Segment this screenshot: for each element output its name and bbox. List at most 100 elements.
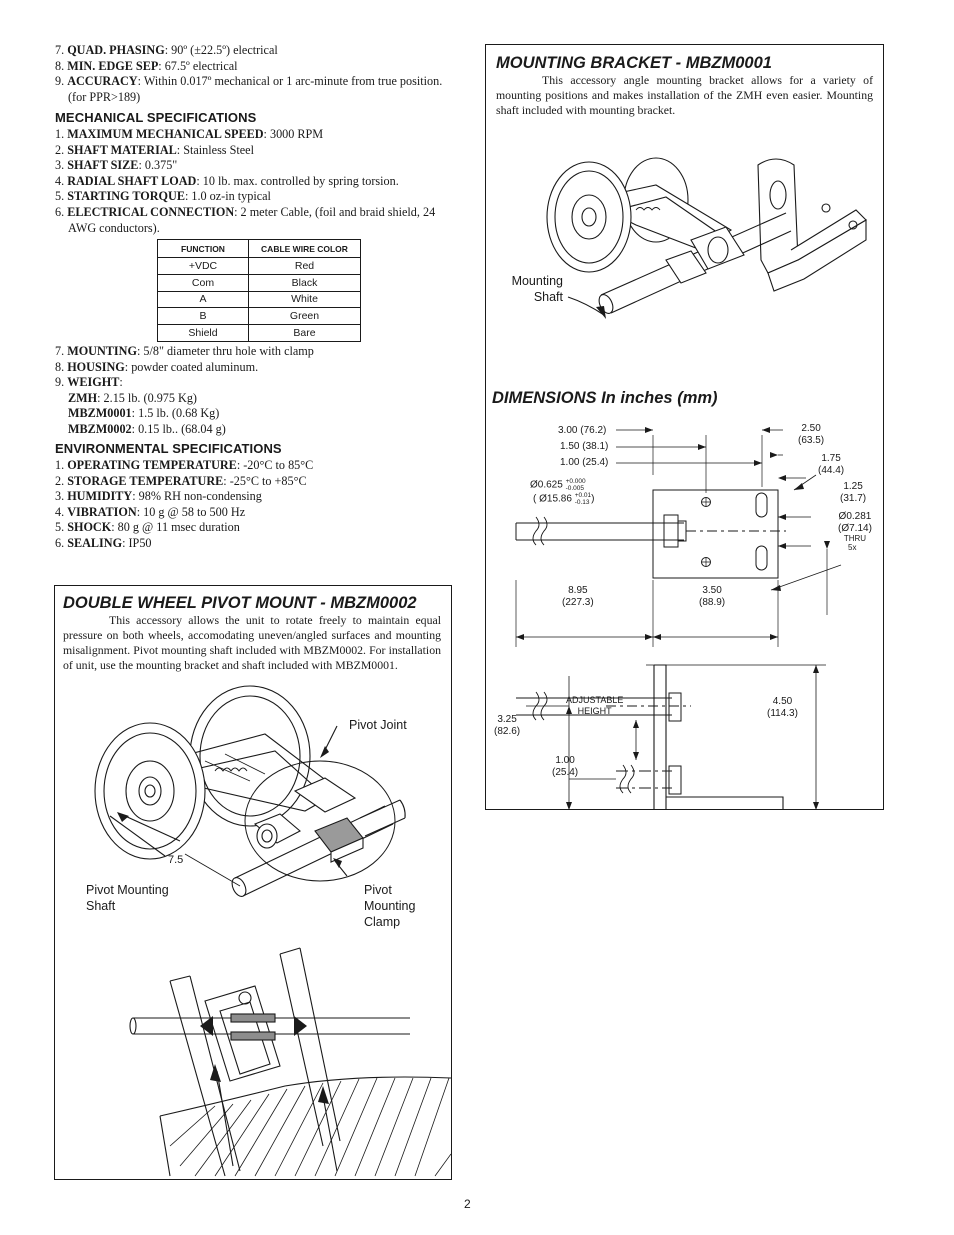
dim-1-00-side-mm: (25.4)	[552, 766, 579, 778]
pivot-mount-description: This accessory allows the unit to rotate…	[63, 613, 441, 672]
pivot-mount-title: DOUBLE WHEEL PIVOT MOUNT - MBZM0002	[63, 594, 417, 612]
spec-item: 4. RADIAL SHAFT LOAD: 10 lb. max. contro…	[55, 173, 399, 188]
column-header-color: CABLE WIRE COLOR	[248, 239, 361, 258]
table-cell: Bare	[248, 324, 361, 342]
mounting-bracket-description: This accessory angle mounting bracket al…	[496, 73, 873, 117]
dim-4-50-in: 4.50	[772, 696, 793, 707]
mounting-shaft-label-line: Mounting	[511, 274, 563, 288]
dim-1-75-mm: (44.4)	[818, 464, 845, 476]
mounting-bracket-title: MOUNTING BRACKET - MBZM0001	[496, 54, 772, 72]
column-header-function: FUNCTION	[157, 239, 249, 258]
dim-4-50-mm: (114.3)	[767, 707, 798, 719]
pivot-clamp-label-line: Mounting	[364, 899, 416, 913]
dimension-drawing	[515, 427, 842, 810]
page-number: 2	[464, 1197, 471, 1211]
pivot-clamp-label: Pivot Mounting Clamp	[364, 882, 415, 930]
spec-item: 5. SHOCK: 80 g @ 11 msec duration	[55, 520, 240, 535]
spec-item: 3. SHAFT SIZE: 0.375"	[55, 158, 178, 173]
spec-item: 9. ACCURACY: Within 0.017º mechanical or…	[55, 74, 443, 104]
pivot-joint-label: Pivot Joint	[349, 718, 407, 732]
dim-3-25-mm: (82.6)	[494, 725, 521, 737]
weight-item: MBZM0002: 0.15 lb.. (68.04 g)	[68, 421, 226, 436]
dim-1-25-mm: (31.7)	[840, 492, 867, 504]
table-cell: B	[157, 307, 249, 326]
hole-qty: 5x	[848, 543, 857, 552]
dim-8-95: 8.95 (227.3)	[562, 585, 594, 608]
dim-1-75-in: 1.75	[821, 453, 841, 464]
spec-item: 3. HUMIDITY: 98% RH non-condensing	[55, 489, 262, 504]
spec-item: 6. SEALING: IP50	[55, 535, 152, 550]
table-cell: Com	[157, 273, 249, 292]
hole-thru: THRU	[843, 534, 867, 543]
hole-dim-mm: (Ø7.14)	[838, 522, 872, 534]
dim-1-25: 1.25 (31.7)	[840, 481, 866, 504]
shaft-diameter-inch: Ø0.625 +0.000 -0.005	[530, 478, 595, 492]
table-cell: Green	[248, 307, 361, 326]
pivot-mount-box: DOUBLE WHEEL PIVOT MOUNT - MBZM0002 This…	[54, 585, 452, 1180]
adjustable-height-label: ADJUSTABLE HEIGHT	[566, 695, 623, 717]
specs-top: 7. QUAD. PHASING: 90º (±22.5º) electrica…	[55, 43, 453, 105]
dim-4-50: 4.50 (114.3)	[767, 696, 798, 719]
shaft-diameter-dim: Ø0.625 +0.000 -0.005 ( Ø15.86 +0.01 -0.1…	[530, 478, 595, 506]
dim-1-00-side-in: 1.00	[555, 755, 575, 766]
spec-item: 4. VIBRATION: 10 g @ 58 to 500 Hz	[55, 504, 246, 519]
dim-3-00: 3.00 (76.2)	[558, 425, 607, 436]
dim-3-50-mm: (88.9)	[699, 596, 726, 608]
spec-item: 2. SHAFT MATERIAL: Stainless Steel	[55, 142, 254, 157]
table-cell: Black	[248, 273, 361, 292]
mounting-bracket-box: MOUNTING BRACKET - MBZM0001 This accesso…	[485, 44, 884, 810]
mounting-shaft-label-line: Shaft	[533, 290, 563, 304]
spec-item: 1. OPERATING TEMPERATURE: -20°C to 85°C	[55, 458, 314, 472]
mounting-shaft-label: Mounting Shaft	[503, 273, 563, 305]
pivot-clamp-label-line: Pivot	[364, 883, 392, 897]
pivot-mount-illustration	[94, 685, 451, 1177]
shaft-tol-dn-mm: -0.13	[574, 499, 590, 506]
shaft-dia-mm-value: Ø15.86	[539, 493, 572, 505]
table-header-row: FUNCTION CABLE WIRE COLOR	[157, 239, 361, 258]
pivot-shaft-label-line: Shaft	[86, 899, 116, 913]
dim-2-50: 2.50 (63.5)	[798, 423, 824, 446]
spec-item: 7. MOUNTING: 5/8" diameter thru hole wit…	[55, 344, 314, 358]
mounting-bracket-illustration	[546, 157, 867, 319]
dim-8-95-mm: (227.3)	[562, 596, 594, 608]
table-cell: A	[157, 290, 249, 309]
environmental-specs: 1. OPERATING TEMPERATURE: -20°C to 85°C …	[55, 458, 453, 552]
dim-1-25-in: 1.25	[843, 481, 863, 492]
hole-dim: Ø0.281 (Ø7.14) THRU 5x	[838, 511, 872, 552]
mechanical-heading: MECHANICAL SPECIFICATIONS	[55, 110, 257, 125]
dim-1-50: 1.50 (38.1)	[560, 441, 609, 452]
dim-1-00-side: 1.00 (25.4)	[552, 755, 578, 778]
adjustable-height-line: HEIGHT	[577, 706, 612, 716]
table-cell: +VDC	[157, 257, 249, 275]
angle-label: 7.5	[168, 854, 184, 866]
shaft-dia-value: Ø0.625	[530, 479, 563, 491]
table-cell: Red	[248, 257, 361, 275]
table-cell: Shield	[157, 324, 249, 342]
pivot-shaft-label-line: Pivot Mounting	[86, 883, 169, 897]
dim-3-25: 3.25 (82.6)	[494, 714, 520, 737]
mechanical-specs: 1. MAXIMUM MECHANICAL SPEED: 3000 RPM 2.…	[55, 127, 453, 236]
spec-item: 2. STORAGE TEMPERATURE: -25°C to +85°C	[55, 473, 307, 488]
weight-item: MBZM0001: 1.5 lb. (0.68 Kg)	[68, 406, 220, 421]
dim-1-00: 1.00 (25.4)	[560, 457, 609, 468]
shaft-tol-up-mm: +0.01	[574, 492, 592, 499]
environmental-heading: ENVIRONMENTAL SPECIFICATIONS	[55, 441, 282, 456]
spec-item: 8. HOUSING: powder coated aluminum.	[55, 359, 259, 374]
table-cell: White	[248, 290, 361, 309]
dim-3-50-in: 3.50	[702, 585, 722, 596]
spec-item: 7. QUAD. PHASING: 90º (±22.5º) electrica…	[55, 43, 278, 57]
adjustable-height-line: ADJUSTABLE	[566, 695, 624, 705]
spec-item: 6. ELECTRICAL CONNECTION: 2 meter Cable,…	[55, 204, 436, 235]
dim-3-50: 3.50 (88.9)	[699, 585, 725, 608]
weight-item: ZMH: 2.15 lb. (0.975 Kg)	[68, 390, 197, 405]
spec-item: 8. MIN. EDGE SEP: 67.5º electrical	[55, 58, 238, 73]
shaft-tol-dn: -0.005	[565, 485, 585, 492]
spec-item: 1. MAXIMUM MECHANICAL SPEED: 3000 RPM	[55, 127, 324, 141]
dim-8-95-in: 8.95	[568, 585, 588, 596]
